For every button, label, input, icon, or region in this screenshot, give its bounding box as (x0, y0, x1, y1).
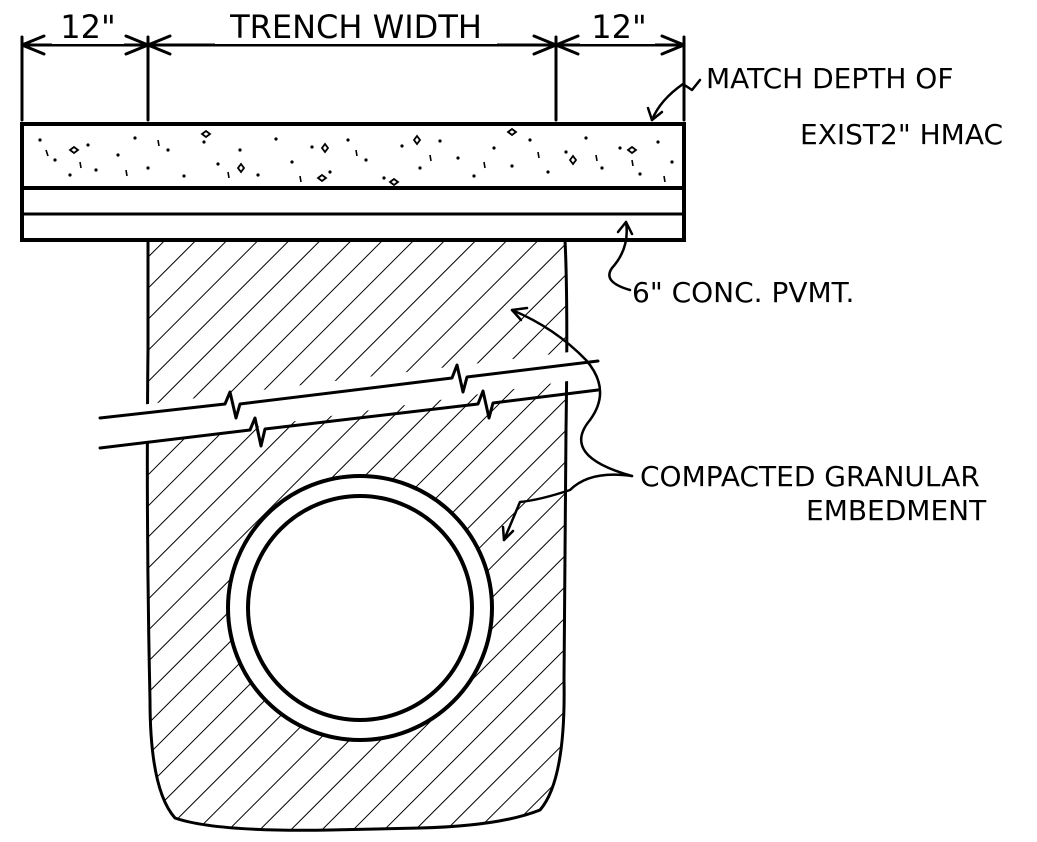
note-match-depth: MATCH DEPTH OF (706, 62, 953, 95)
note-concrete-pavement: 6" CONC. PVMT. (632, 276, 854, 309)
dimension-line (20, 10, 686, 122)
leader-embedment (501, 306, 634, 542)
pipe (226, 474, 494, 742)
break-lines (98, 348, 602, 450)
dim-trench-width: TRENCH WIDTH (229, 8, 482, 46)
note-exist-hmac: EXIST2" HMAC (800, 118, 1003, 151)
leader-pavement (608, 220, 634, 292)
hmac-layer (20, 122, 686, 190)
leader-hmac (646, 78, 702, 122)
note-compacted-granular: COMPACTED GRANULAR (640, 460, 980, 493)
dim-left-12in: 12" (60, 8, 115, 46)
note-embedment: EMBEDMENT (806, 494, 987, 527)
dim-right-12in: 12" (591, 8, 646, 46)
